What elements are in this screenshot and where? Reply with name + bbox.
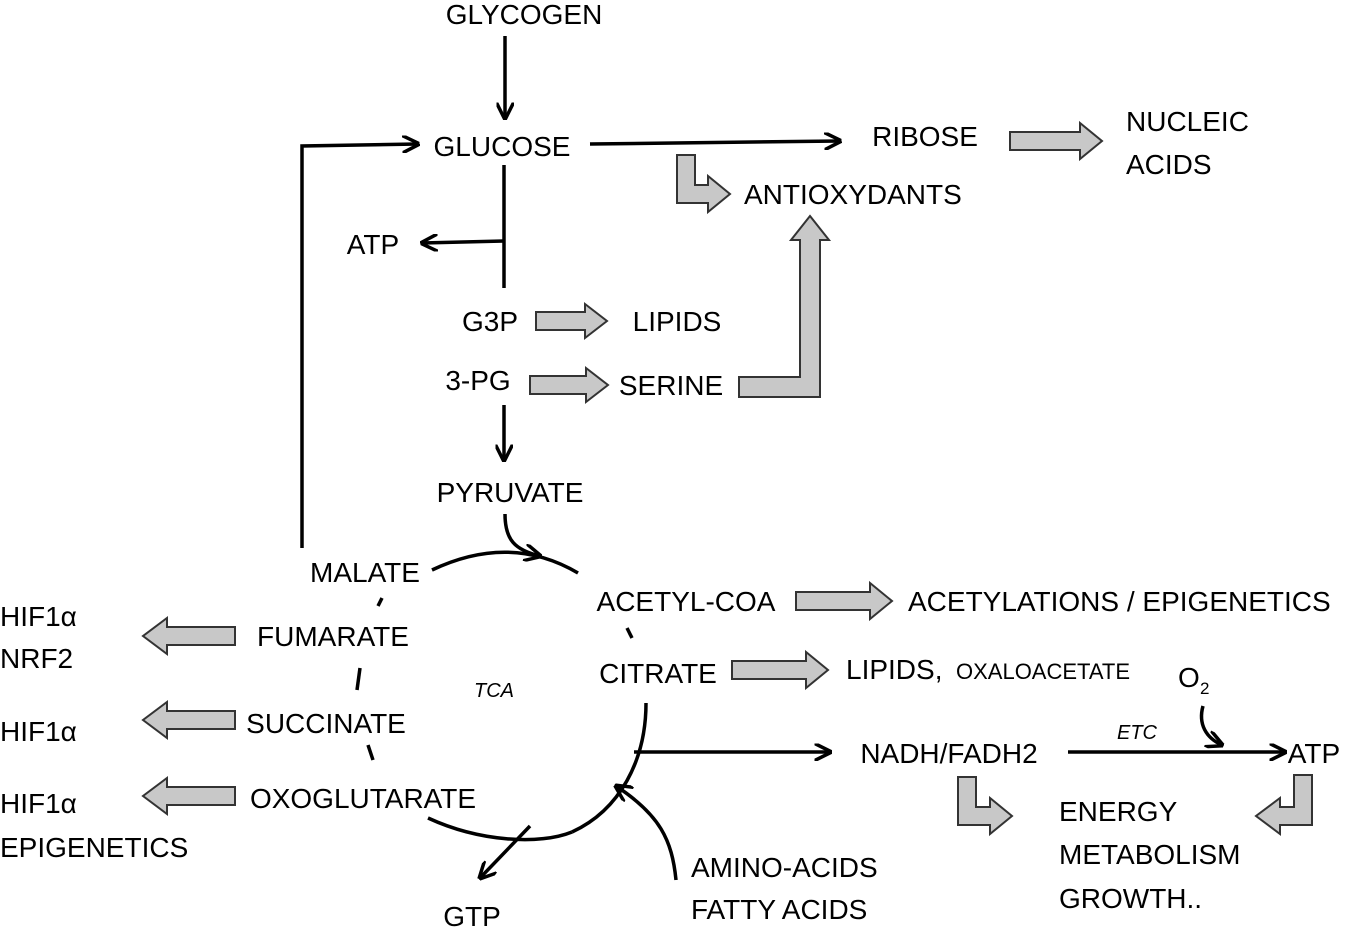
glucose-to-antioxydants-arrow <box>676 154 732 215</box>
g3p-to-lipids-arrow <box>535 301 609 341</box>
succinate-to-hif1a-arrow <box>141 700 236 740</box>
serine-label: SERINE <box>619 370 723 401</box>
acetylcoa-to-acetylations-arrow <box>795 580 894 622</box>
fumarate-label: FUMARATE <box>257 621 409 652</box>
epigenetics-label: EPIGENETICS <box>0 832 188 863</box>
tca-cycle-tick-4 <box>366 744 375 761</box>
pyruvate-to-tca-arrow <box>503 513 540 556</box>
tca-cycle-arc-right <box>571 702 648 834</box>
pg3-to-serine-arrow <box>529 365 610 405</box>
serine-to-antioxydants-arrow <box>738 214 832 398</box>
lipids-citrate-label: LIPIDS, <box>846 654 942 685</box>
energy-label-line2: METABOLISM <box>1059 839 1241 870</box>
glucose-to-ribose-arrow <box>589 141 840 144</box>
oxaloacetate-label: OXALOACETATE <box>956 659 1130 684</box>
o2-subscript: 2 <box>1200 679 1209 698</box>
ribose-to-nucleic-acids-arrow <box>1009 120 1104 162</box>
nrf2-label: NRF2 <box>0 643 73 674</box>
citrate-label: CITRATE <box>599 658 717 689</box>
tca-cycle-arc-top <box>431 550 579 575</box>
tca-cycle-arc-bottom <box>427 816 573 842</box>
amino-acids-label: AMINO-ACIDS <box>691 852 878 883</box>
oxoglutarate-label: OXOGLUTARATE <box>250 783 476 814</box>
tca-cycle-tick-1 <box>376 597 384 607</box>
tca-label: TCA <box>474 680 514 702</box>
aminoacids-to-tca-arrow <box>616 786 678 881</box>
o2-label: O <box>1178 662 1200 693</box>
glucose-label: GLUCOSE <box>434 131 571 162</box>
atp-to-energy-arrow <box>1254 774 1313 836</box>
nucleic-acids-label-line2: ACIDS <box>1126 149 1212 180</box>
fatty-acids-label: FATTY ACIDS <box>691 894 867 925</box>
energy-label-line1: ENERGY <box>1059 796 1178 827</box>
hif1a-succinate-label: HIF1α <box>0 716 77 747</box>
3pg-label: 3-PG <box>445 365 510 396</box>
acetylations-label: ACETYLATIONS / EPIGENETICS <box>908 586 1331 617</box>
nucleic-acids-label-line1: NUCLEIC <box>1126 106 1249 137</box>
ribose-label: RIBOSE <box>872 121 978 152</box>
lipids-label: LIPIDS <box>633 306 722 337</box>
oxoglutarate-to-hif1a-arrow <box>141 776 236 816</box>
fumarate-to-hif1a-arrow <box>141 616 236 656</box>
tca-cycle-tick-3 <box>355 667 362 691</box>
glycogen-label: GLYCOGEN <box>446 0 603 30</box>
hif1a-oxoglutarate-label: HIF1α <box>0 788 77 819</box>
g3p-label: G3P <box>462 306 518 337</box>
etc-label: ETC <box>1117 722 1158 744</box>
atp-glycolysis-label: ATP <box>347 229 399 260</box>
pyruvate-label: PYRUVATE <box>437 477 584 508</box>
nadh-to-energy-arrow <box>957 776 1014 837</box>
malate-to-glucose-arrow <box>300 144 418 548</box>
nadh-fadh2-label: NADH/FADH2 <box>860 738 1037 769</box>
malate-label: MALATE <box>310 557 420 588</box>
tca-cycle-tick-2 <box>625 627 634 639</box>
acetyl-coa-label: ACETYL-COA <box>597 586 776 617</box>
atp-etc-label: ATP <box>1288 738 1340 769</box>
gtp-label: GTP <box>443 901 501 932</box>
o2-to-etc-arrow <box>1199 705 1222 745</box>
antioxydants-label: ANTIOXYDANTS <box>744 179 962 210</box>
energy-label-line3: GROWTH.. <box>1059 883 1202 914</box>
succinate-label: SUCCINATE <box>246 708 406 739</box>
citrate-to-lipids-arrow <box>731 649 830 691</box>
tca-to-gtp-arrow <box>480 824 532 878</box>
hif1a-fumarate-label: HIF1α <box>0 601 77 632</box>
glycolysis-to-atp-arrow <box>422 241 505 243</box>
